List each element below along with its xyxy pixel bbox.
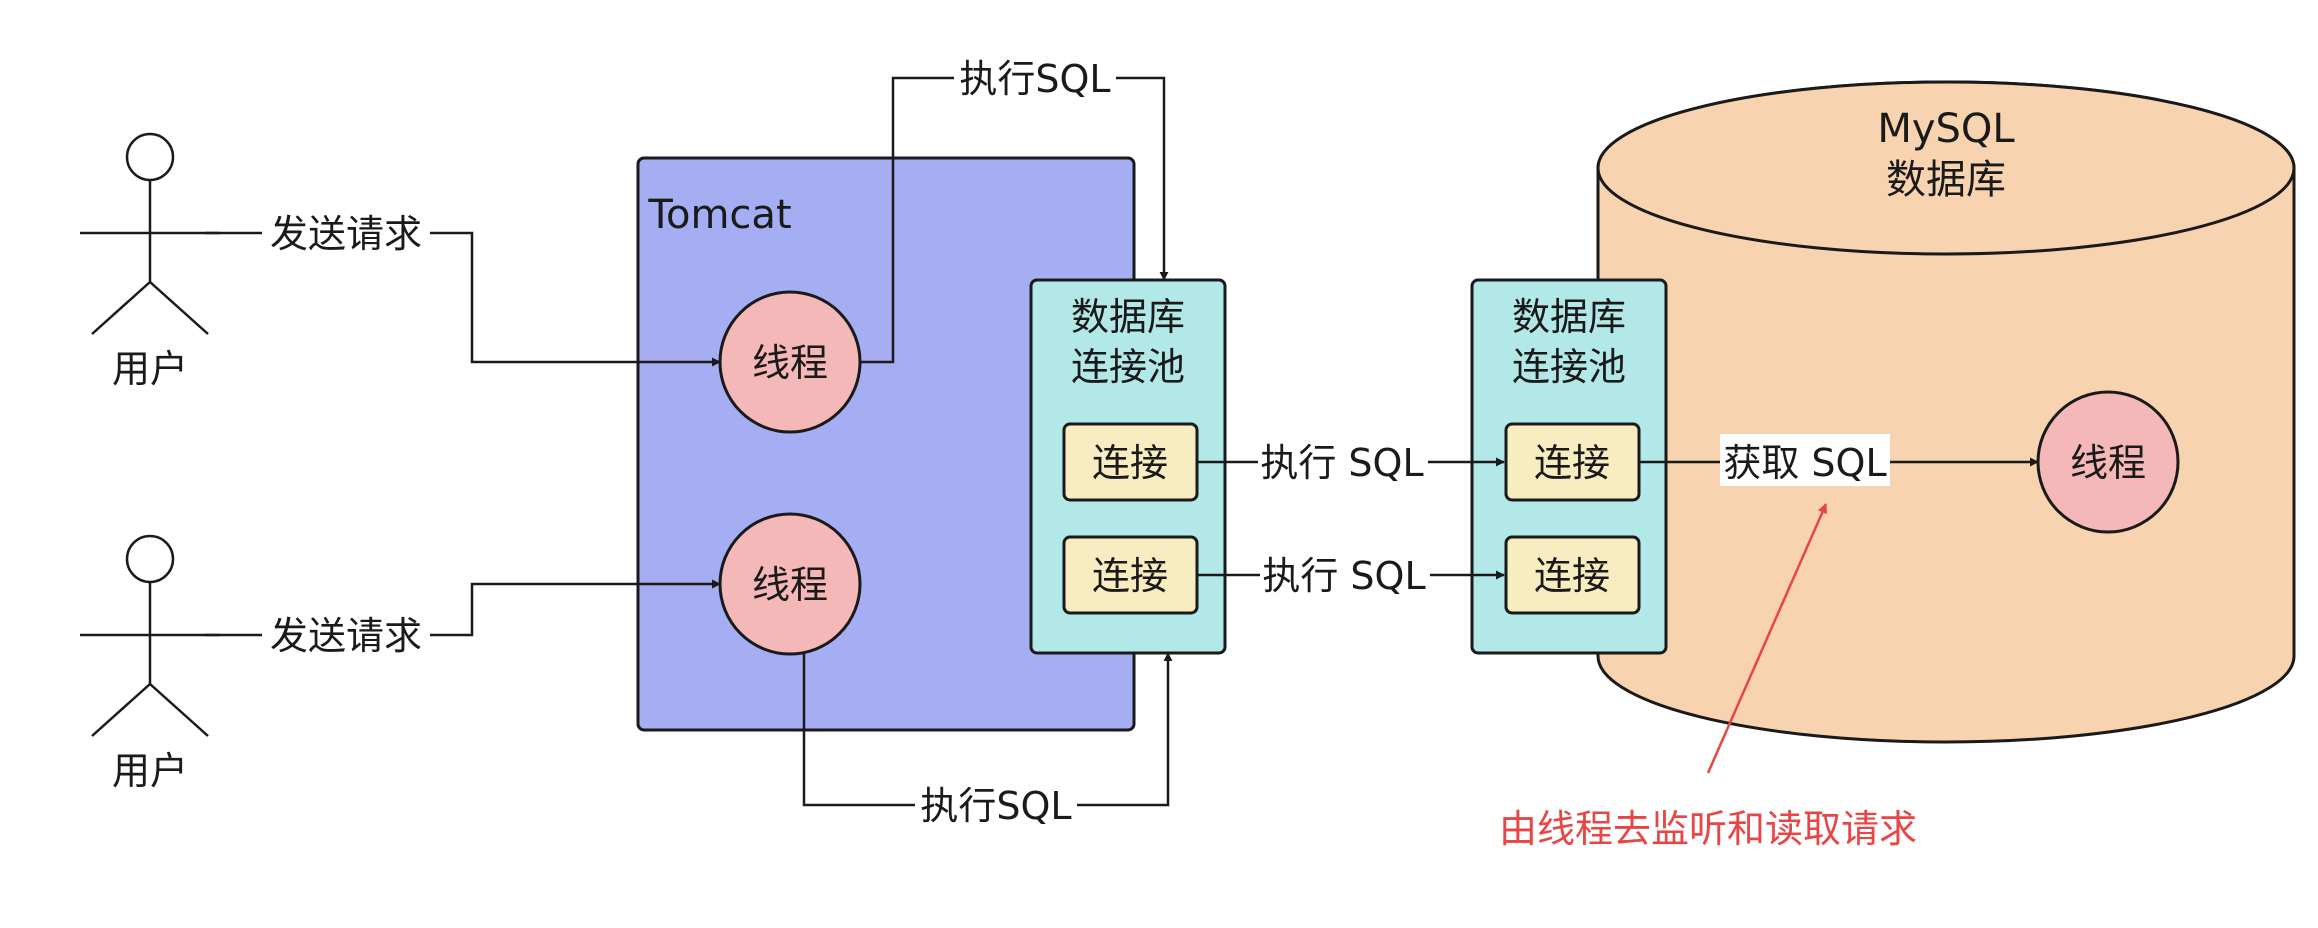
- mysql-connection-pool: 数据库 连接池 连接 连接: [1470, 278, 1668, 655]
- tomcat-thread-1-label: 线程: [752, 341, 828, 385]
- edge-thread1-to-pool: [860, 76, 1169, 364]
- mysql-database: MySQL 数据库: [1596, 80, 2296, 744]
- app-pool-label-line2: 连接池: [1071, 345, 1185, 389]
- pool-exec-label-2: 执行 SQL: [1262, 554, 1425, 598]
- user-2-label: 用户: [112, 749, 188, 793]
- annotation-arrow: [1706, 503, 1828, 774]
- user-1-label: 用户: [112, 347, 188, 391]
- app-connection-pool: 数据库 连接池 连接 连接: [1029, 278, 1227, 655]
- exec-sql-top-label: 执行SQL: [959, 57, 1110, 101]
- user-actor-1: [80, 132, 220, 335]
- request-label-1: 发送请求: [270, 212, 422, 256]
- mysql-connection-1-label: 连接: [1534, 441, 1610, 485]
- user-actor-2: [80, 534, 220, 737]
- annotation-text: 由线程去监听和读取请求: [1499, 807, 1917, 851]
- mysql-pool-label-line1: 数据库: [1512, 295, 1626, 339]
- tomcat-label: Tomcat: [647, 192, 791, 238]
- mysql-title: MySQL: [1877, 106, 2015, 152]
- app-connection-2-label: 连接: [1092, 554, 1168, 598]
- tomcat-thread-2: 线程: [718, 512, 862, 656]
- mysql-thread-label: 线程: [2070, 441, 2146, 485]
- tomcat-thread-2-label: 线程: [752, 563, 828, 607]
- exec-sql-bottom-label: 执行SQL: [920, 784, 1071, 828]
- mysql-connection-2: [1504, 535, 1641, 615]
- request-label-2: 发送请求: [270, 614, 422, 658]
- edge-labels: 发送请求 发送请求 执行SQL 执行SQL 执行 SQL 执行 SQL 获取 S…: [262, 53, 1890, 830]
- mysql-connection-2-label: 连接: [1534, 554, 1610, 598]
- mysql-thread: 线程: [2036, 390, 2180, 534]
- mysql-pool-label-line2: 连接池: [1512, 345, 1626, 389]
- app-pool-label-line1: 数据库: [1071, 295, 1185, 339]
- mysql-subtitle: 数据库: [1886, 157, 2006, 203]
- tomcat-thread-1: 线程: [718, 290, 862, 434]
- fetch-sql-label: 获取 SQL: [1723, 441, 1886, 485]
- pool-exec-label-1: 执行 SQL: [1260, 441, 1423, 485]
- app-connection-1-label: 连接: [1092, 441, 1168, 485]
